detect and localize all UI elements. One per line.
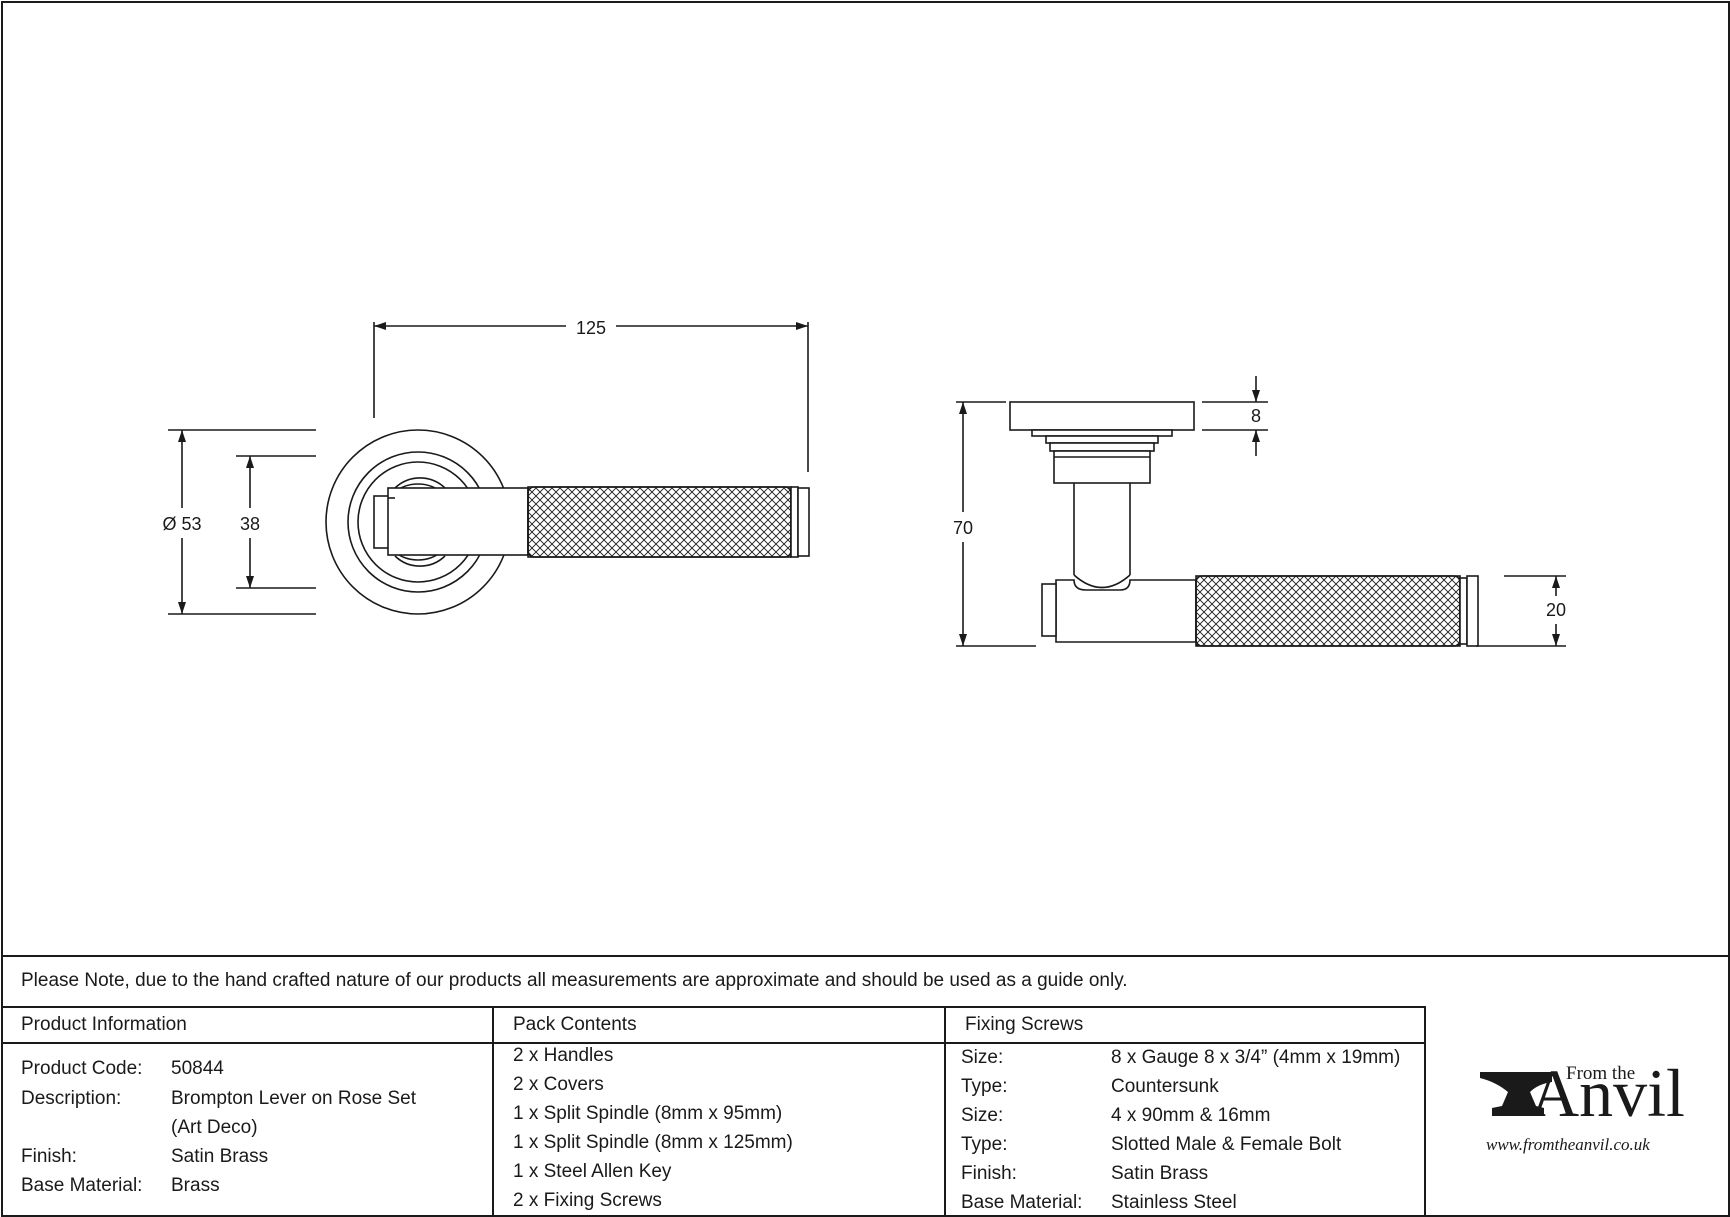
- screw-material-value: Stainless Steel: [1111, 1192, 1237, 1213]
- bolt-type-value: Slotted Male & Female Bolt: [1111, 1134, 1342, 1155]
- dim-inner-diameter: 38: [240, 514, 260, 534]
- end-cap: [797, 487, 810, 557]
- bolt-type-label: Type:: [961, 1134, 1008, 1155]
- screw-finish-value: Satin Brass: [1111, 1163, 1209, 1184]
- finish-label: Finish:: [21, 1146, 77, 1167]
- lever-arm: [1055, 579, 1197, 643]
- product-info-heading: Product Information: [21, 1014, 187, 1035]
- screw-type-value: Countersunk: [1111, 1076, 1219, 1097]
- finish-value: Satin Brass: [171, 1146, 269, 1167]
- end-cap-side: [1466, 575, 1479, 647]
- col-divider-1: [492, 1006, 494, 1216]
- knurled-grip: [527, 486, 792, 558]
- list-item: 2 x Handles: [513, 1045, 614, 1066]
- logo-from-the: From the: [1566, 1063, 1636, 1084]
- bolt-size-label: Size:: [961, 1105, 1004, 1126]
- dim-rose-diameter: Ø 53: [162, 514, 201, 534]
- table-top-border: [1, 955, 1728, 957]
- screw-finish-label: Finish:: [961, 1163, 1017, 1184]
- logo-url: www.fromtheanvil.co.uk: [1486, 1135, 1650, 1154]
- side-view: [956, 376, 1566, 647]
- list-item: 1 x Split Spindle (8mm x 125mm): [513, 1132, 793, 1153]
- front-view: [168, 322, 810, 615]
- fixing-screws-heading: Fixing Screws: [965, 1014, 1084, 1035]
- anvil-icon: [1480, 1072, 1552, 1116]
- list-item: 2 x Fixing Screws: [513, 1190, 662, 1211]
- col-divider-2: [944, 1006, 946, 1216]
- logo-brand: Anvil: [1530, 1055, 1685, 1131]
- dim-height: 70: [953, 518, 973, 538]
- rose-plate: [1009, 401, 1195, 431]
- screw-material-label: Base Material:: [961, 1192, 1083, 1213]
- product-code-value: 50844: [171, 1058, 224, 1079]
- pack-contents-heading: Pack Contents: [513, 1014, 637, 1035]
- lever-neck: [387, 487, 529, 556]
- technical-drawing: 125 Ø 53 38 70 8 20: [162, 318, 1566, 647]
- list-item: 1 x Split Spindle (8mm x 95mm): [513, 1103, 783, 1124]
- screw-size-label: Size:: [961, 1047, 1004, 1068]
- dim-length: 125: [576, 318, 606, 338]
- disclaimer-note: Please Note, due to the hand crafted nat…: [21, 970, 1128, 991]
- dim-rose-thickness: 8: [1251, 406, 1261, 426]
- description-value: Brompton Lever on Rose Set: [171, 1088, 417, 1109]
- list-item: 1 x Steel Allen Key: [513, 1161, 672, 1182]
- header-bottom-border: [1, 1042, 1426, 1044]
- knurled-grip-side: [1195, 575, 1461, 647]
- product-code-label: Product Code:: [21, 1058, 143, 1079]
- list-item: 2 x Covers: [513, 1074, 604, 1095]
- base-material-label: Base Material:: [21, 1175, 143, 1196]
- collar: [1053, 450, 1151, 484]
- header-top-border: [1, 1006, 1426, 1008]
- description-value-cont: (Art Deco): [171, 1117, 258, 1138]
- description-label: Description:: [21, 1088, 122, 1109]
- bolt-size-value: 4 x 90mm & 16mm: [1111, 1105, 1271, 1126]
- anvil-logo: From the Anvil www.fromtheanvil.co.uk: [1470, 1058, 1690, 1168]
- base-material-value: Brass: [171, 1175, 220, 1196]
- screw-type-label: Type:: [961, 1076, 1008, 1097]
- col-divider-3: [1424, 1006, 1426, 1216]
- dim-grip: 20: [1546, 600, 1566, 620]
- screw-size-value: 8 x Gauge 8 x 3/4” (4mm x 19mm): [1111, 1047, 1401, 1068]
